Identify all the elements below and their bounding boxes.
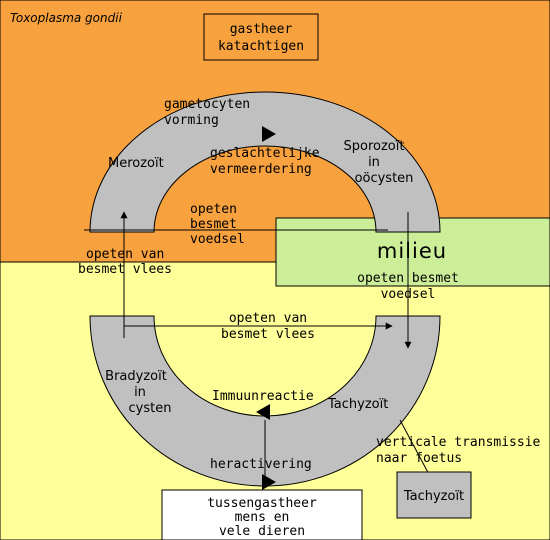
eat-food-env-line2: voedsel — [381, 287, 436, 302]
intermediate-host-ring — [89, 315, 441, 487]
gametocytes-line2: vorming — [164, 113, 219, 128]
intermediate-host-line2: mens en — [235, 510, 290, 525]
eat-meat-left-line2: besmet vlees — [78, 262, 172, 277]
eat-food-top-line2: besmet — [190, 217, 237, 232]
bradyzoite-line2: in — [134, 385, 146, 400]
definitive-host-box — [203, 13, 319, 61]
eat-food-top-line1: opeten — [190, 202, 237, 217]
definitive-host-line1: gastheer — [230, 22, 293, 37]
diagram-title: Toxoplasma gondii — [10, 11, 123, 25]
immune-reaction-label: Immuunreactie — [212, 389, 314, 404]
intermediate-host-line3: vele dieren — [219, 524, 305, 539]
sporozoite-line1: Sporozoït — [344, 139, 405, 154]
sexual-reproduction-line1: geslachtelijke — [210, 146, 320, 161]
gametocytes-line1: gametocyten — [164, 97, 250, 112]
intermediate-host-box — [161, 489, 363, 540]
tachyzoite-box-label: Tachyzoït — [403, 489, 464, 504]
eat-food-top-line3: voedsel — [190, 232, 245, 247]
merozoite-label: Merozoït — [108, 156, 164, 171]
eat-meat-middle-line2: besmet vlees — [221, 327, 315, 342]
eat-food-env-line1: opeten besmet — [357, 271, 459, 286]
sexual-reproduction-line2: vermeerdering — [210, 162, 312, 177]
arrow-vertical-transmission — [399, 419, 433, 481]
sporozoite-line3: oöcysten — [355, 171, 414, 186]
bradyzoite-line3: cysten — [129, 401, 172, 416]
intermediate-host-line1: tussengastheer — [207, 496, 317, 511]
eat-meat-middle-line1: opeten van — [229, 311, 307, 326]
reactivation-label: heractivering — [210, 457, 312, 472]
eat-meat-left-line1: opeten van — [86, 247, 164, 262]
tachyzoite-label: Tachyzoït — [327, 397, 388, 412]
bradyzoite-line1: Bradyzoït — [105, 369, 167, 384]
environment-label: milieu — [377, 239, 447, 263]
sporozoite-line2: in — [368, 155, 380, 170]
cycle-arrowhead-immune — [256, 404, 270, 420]
definitive-host-ring — [89, 91, 441, 233]
vertical-transmission-line1: verticale transmissie — [376, 435, 541, 450]
cycle-arrowhead-top — [262, 126, 276, 142]
definitive-host-line2: katachtigen — [218, 39, 304, 54]
vertical-transmission-line2: naar foetus — [376, 451, 462, 466]
tachyzoite-box — [396, 471, 472, 519]
